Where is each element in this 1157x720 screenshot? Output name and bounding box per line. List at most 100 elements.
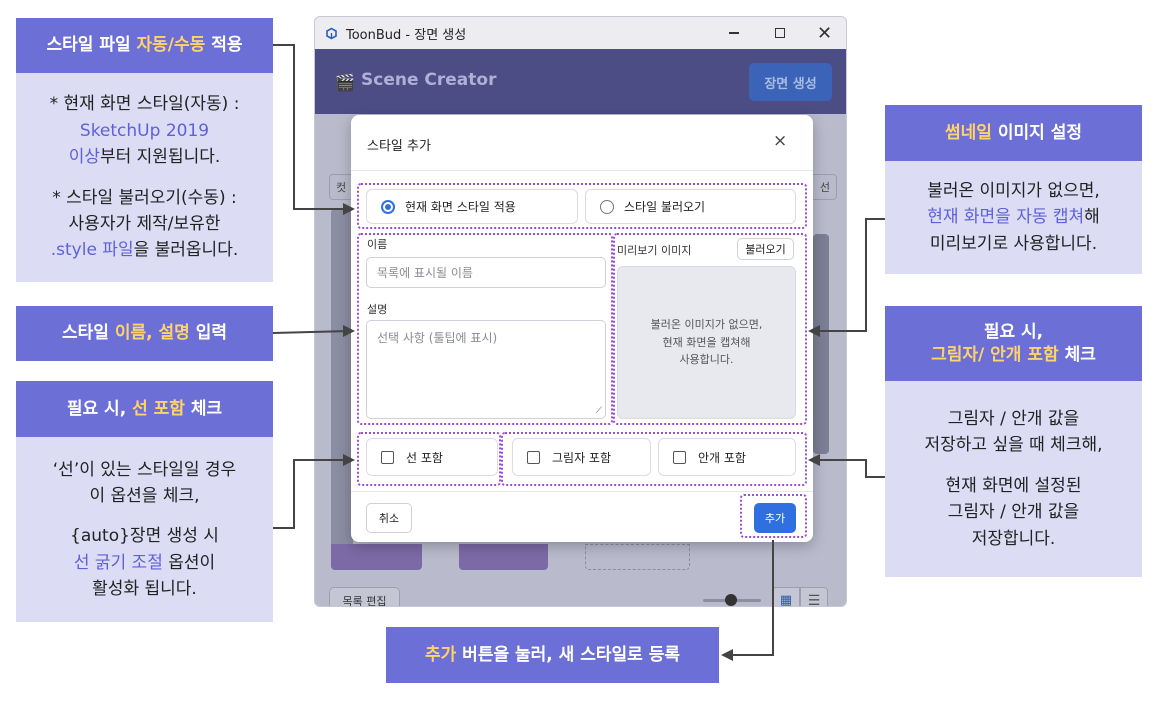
- annotation-shadow-fog: 필요 시, 그림자/ 안개 포함 체크: [885, 306, 1142, 381]
- name-input[interactable]: 목록에 표시될 이름: [366, 257, 606, 288]
- include-fog-label: 안개 포함: [698, 450, 746, 465]
- preview-image-area[interactable]: 불러온 이미지가 없으면, 현재 화면을 캡쳐해 사용합니다.: [617, 266, 796, 419]
- desc-line: 저장하고 싶을 때 체크해,: [924, 435, 1103, 456]
- desc-line: 을 불러옵니다.: [133, 240, 239, 261]
- annotation-text: 스타일: [62, 323, 115, 344]
- clapper-icon: 🎬: [335, 73, 355, 92]
- fog-checkbox[interactable]: [673, 450, 686, 464]
- maximize-icon[interactable]: [775, 28, 785, 38]
- desc-line: 불러온 이미지가 없으면,: [927, 180, 1100, 201]
- dialog-title: 스타일 추가: [367, 139, 431, 154]
- edit-list-button[interactable]: 목록 편집: [329, 587, 400, 606]
- preview-label: 미리보기 이미지: [617, 244, 692, 257]
- desc-highlight: 현재 화면을 자동 캡쳐: [927, 207, 1085, 228]
- annotation-highlight: 추가: [424, 644, 457, 665]
- desc-line: 그림자 / 안개 값을: [947, 502, 1080, 523]
- include-fog-option[interactable]: 안개 포함: [658, 438, 796, 476]
- add-button[interactable]: 추가: [754, 503, 796, 533]
- description-placeholder: 선택 사항 (툴팁에 표시): [377, 331, 498, 345]
- annotation-thumbnail: 썸네일 이미지 설정: [885, 105, 1142, 161]
- annotation-text: 입력: [189, 323, 227, 344]
- app-header: 🎬 Scene Creator 장면 생성: [315, 49, 846, 114]
- mode-load-style-option[interactable]: 스타일 불러오기: [585, 189, 796, 224]
- desc-line: 옵션이: [162, 552, 216, 573]
- annotation-text: 체크: [184, 398, 223, 419]
- preview-empty-text: 불러온 이미지가 없으면,: [650, 318, 763, 332]
- highlight-line-option: [357, 432, 501, 486]
- load-image-button[interactable]: 불러오기: [737, 238, 794, 260]
- desc-highlight: 선 굵기 조절: [73, 552, 163, 573]
- card-fragment-1: [331, 544, 422, 570]
- dialog-footer-divider: [351, 491, 813, 492]
- preview-empty-text: 현재 화면을 캡쳐해: [662, 335, 751, 349]
- annotation-text: 적용: [205, 35, 243, 56]
- app-logo-icon: [325, 27, 338, 40]
- radio-selected-icon[interactable]: [381, 199, 395, 214]
- desc-line: 이 옵션을 체크,: [89, 485, 200, 506]
- highlight-mode-options: [357, 183, 807, 229]
- include-shadow-label: 그림자 포함: [552, 450, 612, 465]
- thumbnail-strip-left: [331, 209, 353, 549]
- annotation-thumbnail-desc: 불러온 이미지가 없으면, 현재 화면을 자동 캡쳐해 미리보기로 사용합니다.: [885, 161, 1142, 274]
- annotation-highlight: 이름, 설명: [114, 323, 190, 344]
- list-view-icon[interactable]: ☰: [800, 587, 828, 606]
- card-fragment-3: [585, 544, 690, 570]
- desc-line: * 스타일 불러오기(수동) :: [52, 187, 237, 208]
- desc-highlight: 이상: [68, 147, 100, 168]
- desc-line: 그림자 / 안개 값을: [947, 409, 1080, 430]
- desc-line: 사용자가 제작/보유한: [68, 213, 221, 234]
- desc-line: 저장합니다.: [971, 528, 1056, 549]
- annotation-style-apply: 스타일 파일 자동/수동 적용: [16, 18, 273, 73]
- add-style-dialog: 스타일 추가 × 현재 화면 스타일 적용 스타일 불러오기 이름 목록에 표시…: [351, 115, 813, 542]
- desc-line: {auto}장면 생성 시: [70, 526, 219, 547]
- description-label: 설명: [367, 303, 388, 316]
- annotation-text: 체크: [1058, 344, 1096, 365]
- radio-unselected-icon[interactable]: [600, 199, 614, 214]
- resize-handle-icon[interactable]: ⟋: [595, 406, 602, 416]
- annotation-style-apply-desc: * 현재 화면 스타일(자동) : SketchUp 2019 이상부터 지원됩…: [16, 73, 273, 282]
- annotation-text: 이미지 설정: [991, 122, 1082, 143]
- annotation-name-desc: 스타일 이름, 설명 입력: [16, 306, 273, 361]
- grid-view-icon[interactable]: ▦: [772, 587, 800, 606]
- minimize-icon[interactable]: [729, 32, 739, 34]
- shadow-checkbox[interactable]: [527, 450, 540, 464]
- include-line-option[interactable]: 선 포함: [366, 438, 498, 476]
- annotation-text: 필요 시,: [983, 322, 1044, 343]
- desc-line: ‘선’이 있는 스타일일 경우: [52, 459, 237, 480]
- annotation-shadow-fog-desc: 그림자 / 안개 값을 저장하고 싶을 때 체크해, 현재 화면에 설정된 그림…: [885, 381, 1142, 577]
- app-title: Scene Creator: [361, 70, 497, 90]
- include-shadow-option[interactable]: 그림자 포함: [512, 438, 651, 476]
- card-fragment-2: [459, 544, 548, 570]
- mode-current-style-option[interactable]: 현재 화면 스타일 적용: [366, 189, 578, 224]
- desc-highlight: .style 파일: [50, 240, 134, 261]
- highlight-shadow-fog-options: [501, 432, 807, 486]
- description-textarea[interactable]: 선택 사항 (툴팁에 표시) ⟋: [366, 320, 606, 419]
- thumbnail-strip-right: [813, 234, 829, 454]
- highlight-name-desc: [357, 233, 613, 425]
- annotation-line-check-desc: ‘선’이 있는 스타일일 경우 이 옵션을 체크, {auto}장면 생성 시 …: [16, 437, 273, 622]
- desc-line: 미리보기로 사용합니다.: [929, 233, 1098, 254]
- create-scene-button[interactable]: 장면 생성: [749, 63, 832, 101]
- name-placeholder: 목록에 표시될 이름: [377, 266, 473, 280]
- window-titlebar: ToonBud - 장면 생성 ✕: [315, 17, 846, 49]
- highlight-add-button: [740, 494, 807, 538]
- include-line-label: 선 포함: [406, 450, 443, 465]
- zoom-slider-thumb[interactable]: [725, 594, 737, 606]
- line-checkbox[interactable]: [381, 450, 394, 464]
- mode-load-label: 스타일 불러오기: [624, 200, 706, 214]
- annotation-highlight: 선 포함: [132, 398, 185, 419]
- annotation-highlight: 그림자/ 안개 포함: [931, 344, 1059, 365]
- highlight-preview: [613, 233, 807, 425]
- mode-current-label: 현재 화면 스타일 적용: [405, 200, 516, 214]
- cancel-button[interactable]: 취소: [366, 503, 412, 533]
- desc-line: 해: [1084, 207, 1100, 228]
- zoom-slider[interactable]: [703, 594, 761, 606]
- annotation-highlight: 자동/수동: [136, 35, 206, 56]
- annotation-text: 필요 시,: [66, 398, 133, 419]
- preview-empty-text: 사용합니다.: [679, 353, 734, 367]
- dialog-close-button[interactable]: ×: [773, 131, 788, 151]
- desc-line: 현재 화면에 설정된: [945, 475, 1082, 496]
- annotation-highlight: 썸네일: [945, 122, 992, 143]
- close-icon[interactable]: ✕: [817, 23, 833, 44]
- annotation-text: 스타일 파일: [46, 35, 137, 56]
